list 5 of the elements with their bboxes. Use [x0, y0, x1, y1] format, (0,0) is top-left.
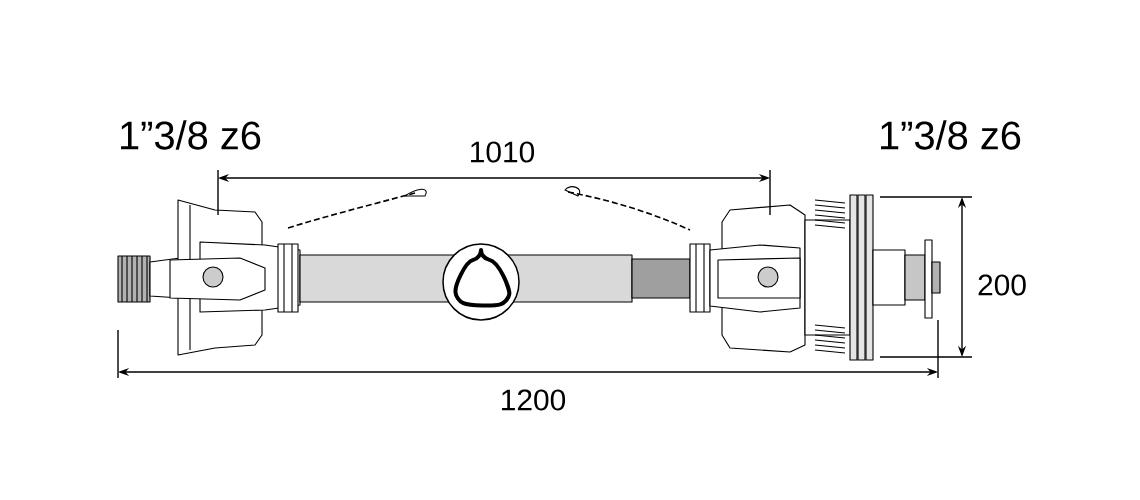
dimension-label: 200 — [978, 274, 1026, 296]
thread-label: 1”3/8 z6 — [881, 120, 1021, 150]
thread-label: 1”3/8 z6 — [121, 120, 261, 150]
dimension-label: 1010 — [471, 141, 535, 163]
dimension-label: 1200 — [502, 389, 566, 411]
